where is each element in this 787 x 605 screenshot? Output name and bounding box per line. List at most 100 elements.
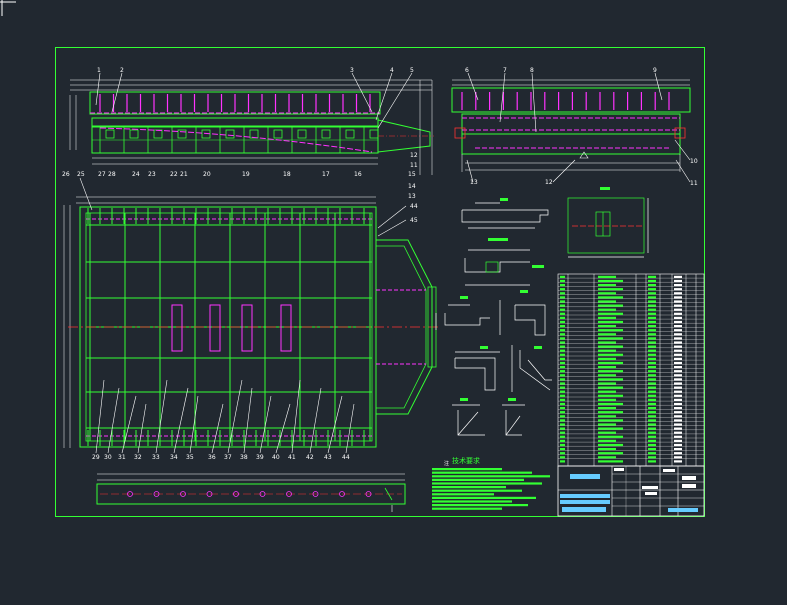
bolt-hole bbox=[153, 491, 160, 497]
part-material-cell bbox=[674, 345, 682, 348]
plan-view-leaders bbox=[79, 177, 407, 454]
callout-label: 40 bbox=[272, 454, 280, 461]
part-material-cell bbox=[674, 460, 682, 463]
bolt-hole bbox=[127, 491, 133, 497]
part-qty-cell bbox=[648, 296, 656, 299]
part-index-cell bbox=[560, 402, 565, 406]
part-material-cell bbox=[674, 333, 682, 336]
part-qty-cell bbox=[648, 300, 656, 303]
part-name-cell bbox=[598, 394, 623, 397]
part-index-cell bbox=[560, 288, 565, 291]
part-material-cell bbox=[674, 304, 682, 307]
front-elevation-view bbox=[69, 79, 434, 175]
part-index-cell bbox=[560, 394, 565, 397]
part-index-cell bbox=[560, 357, 565, 360]
part-qty-cell bbox=[648, 370, 656, 373]
part-index-cell bbox=[560, 279, 565, 283]
part-qty-cell bbox=[648, 452, 656, 455]
part-qty-cell bbox=[648, 357, 656, 360]
callout-label: 7 bbox=[503, 67, 507, 74]
part-qty-cell bbox=[648, 394, 656, 397]
part-material-cell bbox=[674, 456, 682, 459]
callout-label: 13 bbox=[470, 179, 478, 186]
callout-label: 30 bbox=[104, 454, 112, 461]
cursor-crosshair-icon bbox=[0, 0, 16, 16]
note-line bbox=[432, 482, 542, 485]
part-index-cell bbox=[560, 419, 565, 422]
part-material-cell bbox=[674, 341, 682, 344]
part-index-cell bbox=[560, 439, 565, 442]
leader-line bbox=[107, 387, 120, 454]
part-material-cell bbox=[674, 279, 682, 283]
part-name-cell bbox=[598, 382, 616, 385]
callout-label: 10 bbox=[690, 158, 698, 165]
leader-line bbox=[327, 395, 343, 454]
part-name-cell bbox=[598, 284, 616, 287]
rib-box bbox=[177, 129, 187, 139]
part-name-cell bbox=[598, 304, 623, 307]
part-index-cell bbox=[560, 415, 565, 418]
part-name-cell bbox=[598, 448, 616, 451]
part-name-cell bbox=[598, 423, 616, 426]
callout-label: 26 bbox=[62, 171, 70, 178]
part-qty-cell bbox=[648, 275, 656, 278]
rib-box bbox=[225, 129, 235, 139]
note-line bbox=[432, 493, 494, 496]
leader-line bbox=[227, 379, 243, 454]
part-index-cell bbox=[560, 284, 565, 287]
part-qty-cell bbox=[648, 284, 656, 287]
technical-notes: 注 技术要求 bbox=[432, 456, 550, 510]
part-material-cell bbox=[674, 394, 682, 397]
part-index-cell bbox=[560, 304, 565, 307]
part-name-cell bbox=[598, 320, 623, 324]
part-index-cell bbox=[560, 423, 565, 426]
part-qty-cell bbox=[648, 353, 656, 356]
part-index-cell bbox=[560, 378, 565, 381]
part-name-cell bbox=[598, 337, 623, 340]
callout-label: 17 bbox=[322, 171, 330, 178]
part-material-cell bbox=[674, 419, 682, 422]
note-line bbox=[432, 504, 528, 507]
part-index-cell bbox=[560, 337, 565, 340]
rib-box bbox=[273, 129, 283, 139]
rib-box bbox=[105, 129, 115, 139]
part-qty-cell bbox=[648, 386, 656, 389]
callout-label: 25 bbox=[77, 171, 85, 178]
part-material-cell bbox=[674, 374, 682, 377]
part-index-cell bbox=[560, 407, 565, 410]
part-name-cell bbox=[598, 329, 623, 332]
part-index-cell bbox=[560, 296, 565, 299]
callout-label: 8 bbox=[530, 67, 534, 74]
callout-label: 23 bbox=[148, 171, 156, 178]
part-material-cell bbox=[674, 329, 682, 332]
part-material-cell bbox=[674, 443, 682, 447]
callout-label: 24 bbox=[132, 171, 140, 178]
part-name-cell bbox=[598, 415, 616, 418]
part-name-cell bbox=[598, 419, 623, 422]
part-name-cell bbox=[598, 357, 616, 360]
note-line bbox=[432, 500, 512, 503]
rib-box bbox=[249, 129, 259, 139]
part-index-cell bbox=[560, 460, 565, 463]
part-material-cell bbox=[674, 296, 682, 299]
callout-label: 3 bbox=[350, 67, 354, 74]
callout-label: 14 bbox=[408, 183, 416, 190]
leader-line bbox=[275, 403, 291, 454]
part-qty-cell bbox=[648, 398, 656, 401]
leader-line bbox=[95, 379, 105, 454]
part-material-cell bbox=[674, 411, 682, 414]
front-view-callouts bbox=[95, 72, 413, 129]
part-qty-cell bbox=[648, 435, 656, 438]
part-index-cell bbox=[560, 456, 565, 459]
callout-label: 31 bbox=[118, 454, 126, 461]
leader-line bbox=[173, 387, 189, 454]
part-index-cell bbox=[560, 349, 565, 352]
bolt-hole bbox=[312, 491, 319, 497]
callout-label: 32 bbox=[134, 454, 142, 461]
rib-box bbox=[369, 129, 379, 139]
part-material-cell bbox=[674, 431, 682, 434]
part-name-cell bbox=[598, 296, 623, 299]
part-qty-cell bbox=[648, 456, 656, 459]
leader-line bbox=[377, 205, 407, 229]
